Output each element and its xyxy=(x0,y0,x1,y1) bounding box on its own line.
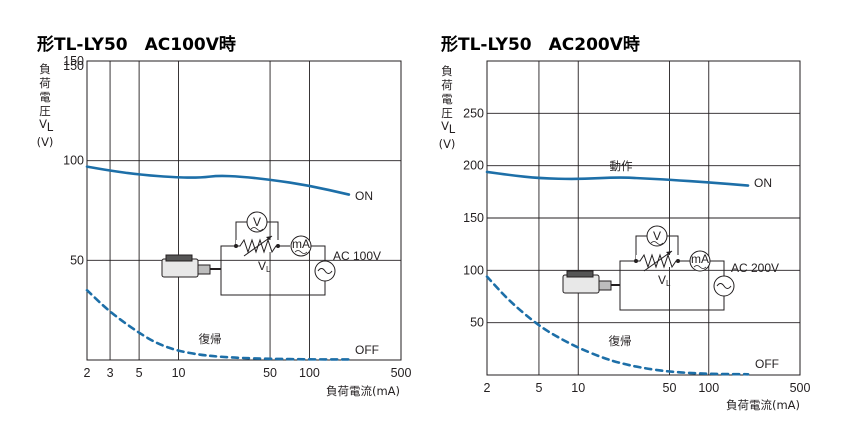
plot-area: 2 5 10 50 100 500 50 100 150 200 250 xyxy=(463,60,811,395)
y-tick-label: 50 xyxy=(470,316,484,330)
junction-dot xyxy=(676,259,680,263)
y-label-char: 電 xyxy=(39,90,51,104)
load-voltage-label: VL xyxy=(658,273,671,288)
y-tick-label: 150 xyxy=(63,54,84,68)
off-curve-label: OFF xyxy=(755,357,779,371)
x-tick-label: 2 xyxy=(84,366,91,380)
y-label-char: (V) xyxy=(439,137,456,151)
junction-dot xyxy=(634,259,638,263)
source-voltage-label: AC 100V xyxy=(333,249,381,263)
x-tick-label: 50 xyxy=(263,366,277,380)
y-label-char: 負 xyxy=(441,64,453,78)
ammeter-label: mA xyxy=(691,252,709,266)
circuit-diagram: V mA AC 200V VL xyxy=(562,225,779,311)
y-label-char: L xyxy=(449,122,456,136)
x-axis-label: 負荷電流(mA) xyxy=(326,384,400,398)
ac-wave-icon xyxy=(716,283,732,289)
y-label-char: 電 xyxy=(441,92,453,106)
ammeter-label: mA xyxy=(292,237,310,251)
off-series-line xyxy=(485,275,750,376)
junction-dot xyxy=(276,244,280,248)
on-series-line xyxy=(485,170,750,187)
x-axis-label: 負荷電流(mA) xyxy=(726,398,800,412)
plot-frame xyxy=(86,60,402,361)
x-tick-label: 50 xyxy=(663,381,677,395)
x-tick-label: 500 xyxy=(790,381,811,395)
voltmeter-label: V xyxy=(653,229,661,243)
load-voltage-label: VL xyxy=(258,259,271,274)
y-tick-label: 200 xyxy=(463,159,484,173)
arrow-head-icon xyxy=(666,251,672,255)
variable-arrow-icon xyxy=(243,235,273,257)
ac-wave-icon xyxy=(650,241,664,245)
y-tick-label: 100 xyxy=(63,154,84,168)
chart-title: 形TL-LY50 AC100V時 xyxy=(37,34,236,55)
chart-ac200v: 形TL-LY50 AC200V時 負 荷 電 圧 V L (V) ON 動作 O… xyxy=(439,34,800,412)
ac-wave-icon xyxy=(693,265,707,269)
x-tick-label: 5 xyxy=(136,366,143,380)
x-tick-label: 100 xyxy=(299,366,320,380)
ac-wave-icon xyxy=(317,268,333,274)
off-curve-label: OFF xyxy=(355,343,379,357)
on-series-line xyxy=(85,165,351,196)
voltmeter-icon xyxy=(246,211,268,233)
sensor-icon xyxy=(562,270,620,294)
reset-label: 復帰 xyxy=(199,332,222,346)
on-curve-label: ON xyxy=(754,176,772,190)
y-axis-label: 負 荷 電 圧 V L (V) xyxy=(37,62,54,149)
x-tick-label: 100 xyxy=(698,381,719,395)
y-label-char: V xyxy=(39,117,47,131)
voltmeter-icon xyxy=(646,225,668,247)
chart-ac100v: 形TL-LY50 AC100V時 負 荷 電 圧 V L (V) ON OFF … xyxy=(37,34,400,398)
y-tick-label: 150 xyxy=(463,211,484,225)
source-voltage-label: AC 200V xyxy=(731,261,779,275)
circuit-diagram: V mA AC 100V VL xyxy=(161,211,381,296)
x-tick-label: 500 xyxy=(391,366,412,380)
ac-wave-icon xyxy=(294,250,308,254)
variable-arrow-icon xyxy=(643,250,673,272)
y-label-char: 荷 xyxy=(441,78,453,92)
operate-label: 動作 xyxy=(610,159,633,173)
junction-dot xyxy=(234,244,238,248)
arrow-head-icon xyxy=(266,236,272,240)
y-label-char: (V) xyxy=(37,135,54,149)
x-tick-label: 10 xyxy=(172,366,186,380)
y-tick-label: 100 xyxy=(463,263,484,277)
y-label-char: 圧 xyxy=(441,106,453,120)
chart-title: 形TL-LY50 AC200V時 xyxy=(441,34,640,55)
ac-wave-icon xyxy=(250,227,264,231)
y-label-char: L xyxy=(47,120,54,134)
y-axis-label: 負 荷 電 圧 V L (V) xyxy=(439,64,456,151)
on-curve-label: ON xyxy=(355,189,373,203)
y-label-char: 圧 xyxy=(39,104,51,118)
sensor-icon xyxy=(161,254,221,278)
y-label-char: 負 xyxy=(39,62,51,76)
y-tick-label: 50 xyxy=(70,253,84,267)
x-tick-label: 2 xyxy=(484,381,491,395)
reset-label: 復帰 xyxy=(609,334,632,348)
x-tick-label: 10 xyxy=(571,381,585,395)
y-tick-label: 250 xyxy=(463,106,484,120)
y-label-char: 荷 xyxy=(39,76,51,90)
x-tick-label: 3 xyxy=(107,366,114,380)
x-tick-label: 5 xyxy=(535,381,542,395)
y-tick-label: 150 xyxy=(63,59,84,73)
off-series-line xyxy=(85,288,351,361)
voltmeter-label: V xyxy=(253,215,261,229)
y-label-char: V xyxy=(441,119,449,133)
